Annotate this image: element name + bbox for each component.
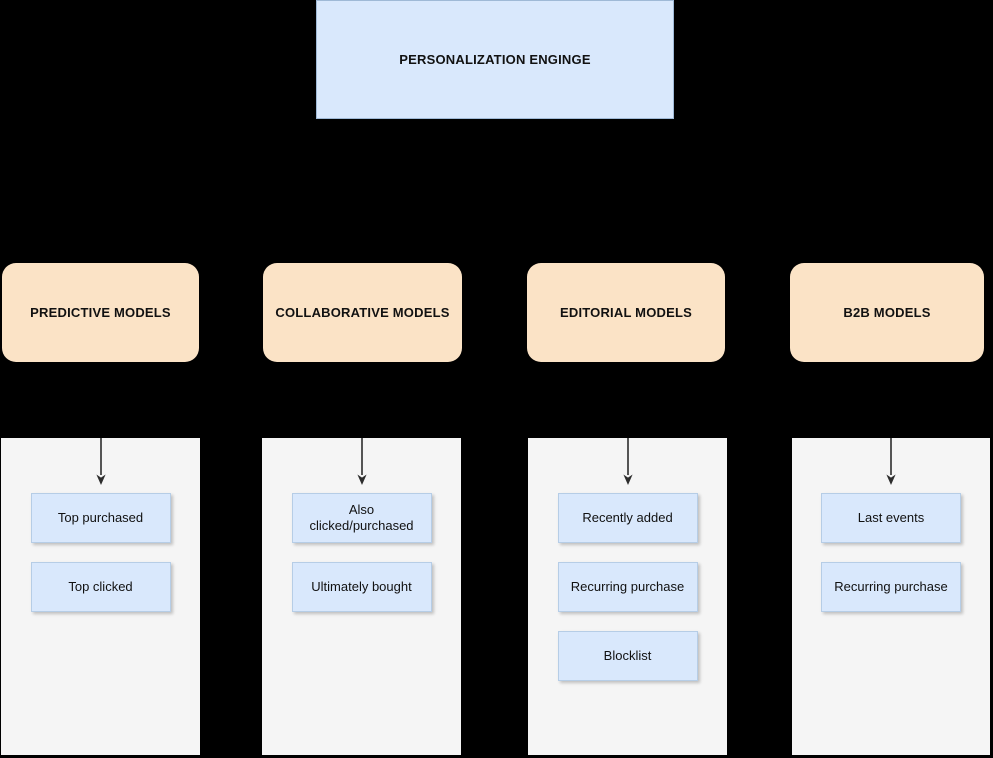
item-label: Also clicked/purchased <box>309 501 414 533</box>
node-top-purchased[interactable]: Top purchased <box>30 493 171 543</box>
group-label: PREDICTIVE MODELS <box>30 305 171 320</box>
item-label: Recently added <box>582 509 673 525</box>
node-personalization-engine[interactable]: PERSONALIZATION ENGINGE <box>316 0 674 119</box>
item-label: Blocklist <box>603 647 652 663</box>
node-editorial-models[interactable]: EDITORIAL MODELS <box>527 263 725 362</box>
item-label: Ultimately bought <box>311 578 412 594</box>
item-label: Recurring purchase <box>570 578 685 594</box>
node-b2b-models[interactable]: B2B MODELS <box>790 263 984 362</box>
group-label: COLLABORATIVE MODELS <box>275 305 450 320</box>
item-label: Top clicked <box>68 578 133 594</box>
engine-title: PERSONALIZATION ENGINGE <box>399 52 591 67</box>
group-label: B2B MODELS <box>843 305 931 320</box>
item-label: Last events <box>857 509 925 525</box>
node-recently-added[interactable]: Recently added <box>557 493 698 543</box>
panel-predictive-models: Top purchased Top clicked <box>1 438 200 755</box>
item-label: Top purchased <box>57 509 144 525</box>
down-arrow-icon <box>95 438 106 485</box>
node-recurring-purchase-b2b[interactable]: Recurring purchase <box>821 562 961 612</box>
panel-editorial-models: Recently added Recurring purchase Blockl… <box>528 438 727 755</box>
down-arrow-icon <box>886 438 896 485</box>
node-last-events[interactable]: Last events <box>821 493 961 543</box>
node-recurring-purchase-editorial[interactable]: Recurring purchase <box>557 562 698 612</box>
node-ultimately-bought[interactable]: Ultimately bought <box>291 562 432 612</box>
node-also-clicked-purchased[interactable]: Also clicked/purchased <box>291 493 432 543</box>
panel-collaborative-models: Also clicked/purchased Ultimately bought <box>262 438 461 755</box>
node-collaborative-models[interactable]: COLLABORATIVE MODELS <box>263 263 462 362</box>
node-blocklist[interactable]: Blocklist <box>557 631 698 681</box>
item-label: Recurring purchase <box>834 578 948 594</box>
node-predictive-models[interactable]: PREDICTIVE MODELS <box>2 263 199 362</box>
down-arrow-icon <box>356 438 367 485</box>
node-top-clicked[interactable]: Top clicked <box>30 562 171 612</box>
down-arrow-icon <box>622 438 633 485</box>
panel-b2b-models: Last events Recurring purchase <box>792 438 990 755</box>
group-label: EDITORIAL MODELS <box>559 305 692 320</box>
